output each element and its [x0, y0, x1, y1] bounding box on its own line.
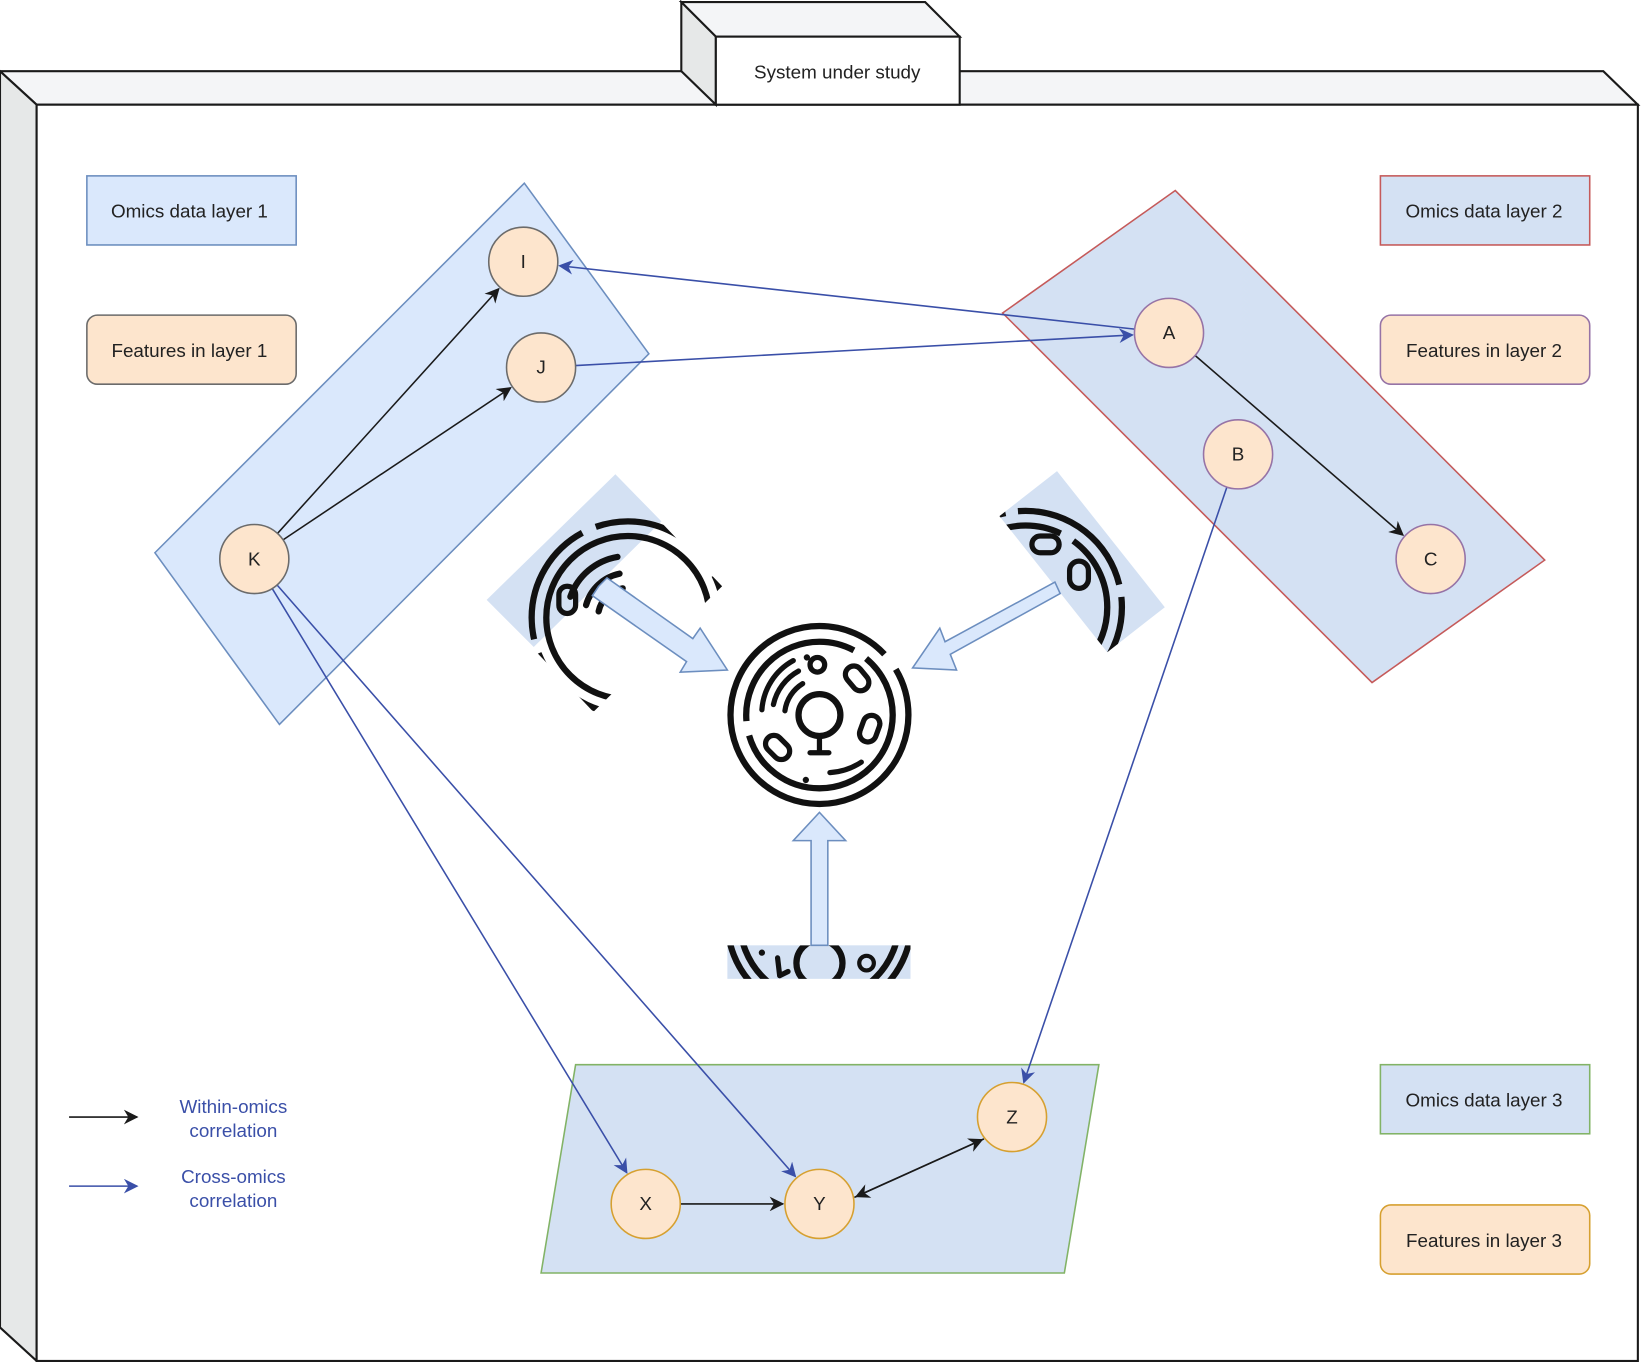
edge-k-to-y	[276, 584, 797, 1178]
node-j: J	[505, 332, 577, 403]
layer-1-region	[153, 182, 650, 726]
cell-icon-fragment-3	[727, 945, 911, 979]
edges	[271, 259, 1405, 1212]
tab-top-face	[678, 1, 963, 38]
cross-omics-legend-line1: Cross-omics	[181, 1166, 286, 1187]
legend-omics-layer-1-label: Omics data layer 1	[111, 201, 268, 222]
node-label: C	[1424, 548, 1438, 569]
node-label: Y	[813, 1193, 826, 1214]
edge-legend: Within-omics correlation Cross-omics cor…	[69, 1096, 287, 1211]
legend-omics-layer-2-label: Omics data layer 2	[1406, 201, 1563, 222]
node-label: I	[521, 251, 526, 272]
cell-icon	[727, 622, 912, 808]
edge-z-to-y	[854, 1138, 985, 1198]
node-circle	[610, 1168, 682, 1240]
node-a: A	[1133, 297, 1205, 369]
node-k: K	[218, 523, 290, 595]
node-z: Z	[976, 1081, 1048, 1153]
legend-features-layer-3-label: Features in layer 3	[1406, 1230, 1562, 1251]
system-tab: System under study	[678, 0, 963, 108]
node-c: C	[1395, 523, 1466, 595]
node-x: X	[610, 1168, 682, 1240]
node-label: B	[1232, 444, 1245, 465]
node-label: X	[639, 1193, 652, 1214]
edge-k-to-x	[271, 588, 628, 1174]
node-circle	[505, 332, 577, 403]
node-y: Y	[784, 1168, 855, 1240]
node-circle	[487, 226, 559, 298]
legend-omics-layer-2: Omics data layer 2	[1379, 175, 1591, 246]
legend-features-layer-2-label: Features in layer 2	[1406, 340, 1562, 361]
cell-fragment-layer-3	[727, 945, 911, 979]
node-label: J	[536, 357, 545, 378]
legend-omics-layer-1: Omics data layer 1	[86, 175, 297, 246]
node-circle	[976, 1081, 1048, 1153]
cross-omics-legend-line2: correlation	[189, 1190, 277, 1211]
legend-omics-layer-3: Omics data layer 3	[1379, 1063, 1591, 1135]
within-omics-legend-line2: correlation	[189, 1120, 277, 1141]
edge-b-to-z	[1021, 486, 1228, 1084]
legend-omics-layer-3-label: Omics data layer 3	[1406, 1090, 1563, 1111]
within-omics-legend-line1: Within-omics	[180, 1096, 288, 1117]
node-circle	[218, 523, 290, 595]
legend-features-layer-2: Features in layer 2	[1379, 314, 1591, 385]
tab-front-face	[714, 35, 961, 106]
edge-k-to-j	[282, 386, 512, 541]
edge-a-to-i	[558, 259, 1135, 330]
edge-j-to-a	[575, 328, 1134, 367]
block-arrow-from-layer-3	[791, 811, 848, 947]
node-circle	[1202, 419, 1274, 490]
node-i: I	[487, 226, 559, 298]
edge-k-to-i	[276, 287, 500, 534]
legend-features-layer-1-label: Features in layer 1	[111, 340, 267, 361]
node-circle	[784, 1168, 855, 1240]
node-label: K	[248, 548, 261, 569]
system-under-study-label: System under study	[754, 62, 921, 83]
node-circle	[1133, 297, 1205, 369]
legend-features-layer-1: Features in layer 1	[86, 314, 297, 385]
nodes: I J K A B C X Y Z	[218, 226, 1466, 1240]
edge-a-to-c	[1194, 354, 1405, 537]
node-label: Z	[1006, 1106, 1018, 1127]
block-arrow-from-layer-2	[911, 580, 1062, 671]
legend-features-layer-3: Features in layer 3	[1379, 1204, 1591, 1275]
node-b: B	[1202, 419, 1274, 490]
block-arrow-from-layer-1	[591, 576, 729, 673]
node-label: A	[1163, 322, 1176, 343]
node-circle	[1395, 523, 1466, 595]
frame-left-face	[0, 69, 38, 1364]
